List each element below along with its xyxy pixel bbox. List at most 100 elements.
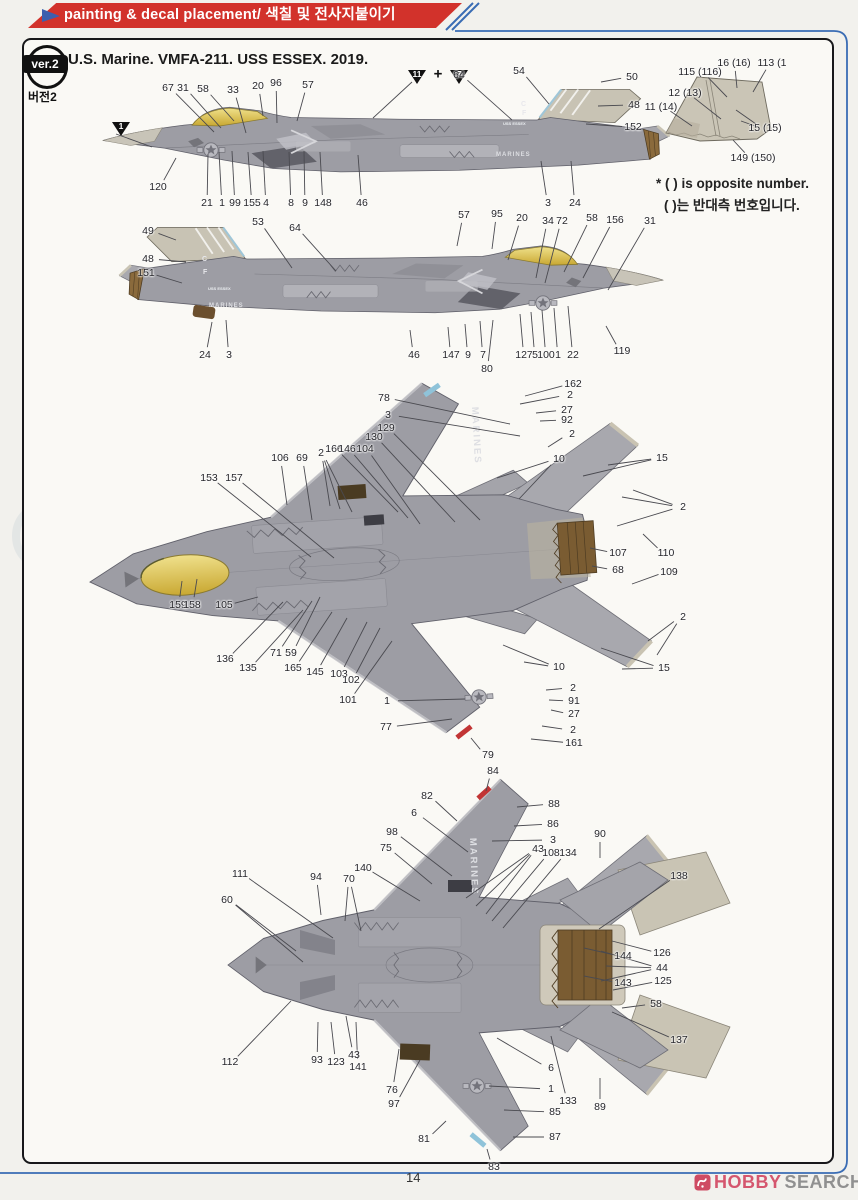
callout-53: 53 [252, 216, 264, 228]
callout-57: 57 [302, 79, 314, 91]
callout-5: 5 [532, 349, 538, 361]
callout-27: 27 [568, 708, 580, 720]
callout-69: 69 [296, 452, 308, 464]
callout-86: 86 [547, 818, 559, 830]
callout-103: 103 [330, 668, 348, 680]
callout-12-13-: 12 (13) [668, 87, 702, 99]
callout-6: 6 [548, 1062, 554, 1074]
callout-126: 126 [653, 947, 671, 959]
callout-3: 3 [545, 197, 551, 209]
callout-10: 10 [553, 661, 565, 673]
callout-165: 165 [284, 662, 302, 674]
callout-101: 101 [339, 694, 357, 706]
callout-34: 34 [542, 215, 554, 227]
section-title: painting & decal placement/ 색칠 및 전사지붙이기 [64, 7, 396, 23]
callout-91: 91 [568, 695, 580, 707]
callout-2: 2 [567, 389, 573, 401]
callout-3: 3 [385, 409, 391, 421]
version-badge-korean: 버전2 [28, 90, 57, 104]
callout-1: 1 [384, 695, 390, 707]
callout-119: 119 [613, 345, 631, 357]
callout-46: 46 [408, 349, 420, 361]
callout-85: 85 [549, 1106, 561, 1118]
callout-27: 27 [561, 404, 573, 416]
callout-58: 58 [586, 212, 598, 224]
opposite-number-note-kr: ( )는 반대측 번호입니다. [664, 198, 800, 213]
callout-3: 3 [226, 349, 232, 361]
callout-111: 111 [232, 868, 248, 880]
callout-95: 95 [491, 208, 503, 220]
callout-7: 7 [480, 349, 486, 361]
page-number: 14 [406, 1170, 421, 1185]
callout-107: 107 [609, 547, 627, 559]
callout-137: 137 [670, 1034, 688, 1046]
callout-81: 81 [418, 1133, 430, 1145]
callout-141: 141 [349, 1061, 367, 1073]
callout-147: 147 [442, 349, 460, 361]
callout-57: 57 [458, 209, 470, 221]
callout-8: 8 [288, 197, 294, 209]
callout-76: 76 [386, 1084, 398, 1096]
callout-105: 105 [215, 599, 233, 611]
callout-156: 156 [606, 214, 624, 226]
callout-15-15-: 15 (15) [748, 122, 782, 134]
plus-sign: + [433, 65, 443, 83]
version-badge-label: ver.2 [22, 55, 68, 73]
callout-98: 98 [386, 826, 398, 838]
callout-162: 162 [564, 378, 582, 390]
callout-43: 43 [348, 1049, 360, 1061]
callout-92: 92 [561, 414, 573, 426]
callout-146: 146 [338, 443, 356, 455]
callout-155: 155 [243, 197, 261, 209]
callout-97: 97 [388, 1098, 400, 1110]
callout-11-14-: 11 (14) [644, 101, 678, 113]
callout-3: 3 [550, 834, 556, 846]
callout-96: 96 [270, 77, 282, 89]
callout-64: 64 [453, 69, 465, 81]
callout-133: 133 [559, 1095, 577, 1107]
callout-125: 125 [654, 975, 672, 987]
callout-70: 70 [343, 873, 355, 885]
callout-2: 2 [680, 501, 686, 513]
callout-100: 100 [537, 349, 555, 361]
callout-123: 123 [327, 1056, 345, 1068]
callout-22: 22 [567, 349, 579, 361]
callout-58: 58 [197, 83, 209, 95]
callout-94: 94 [310, 871, 322, 883]
callout-20: 20 [252, 80, 264, 92]
callout-2: 2 [318, 447, 324, 459]
callout-20: 20 [516, 212, 528, 224]
callout-64: 64 [289, 222, 301, 234]
callout-44: 44 [656, 962, 668, 974]
callout-2: 2 [680, 611, 686, 623]
callout-78: 78 [378, 392, 390, 404]
callout-136: 136 [216, 653, 234, 665]
callout-149-150-: 149 (150) [730, 152, 776, 164]
callout-90: 90 [594, 828, 606, 840]
callout-159: 159 [169, 599, 187, 611]
callout-48: 48 [628, 99, 640, 111]
callout-108: 108 [542, 847, 560, 859]
callout-87: 87 [549, 1131, 561, 1143]
section-header-banner [28, 3, 462, 28]
callout-16-16-: 16 (16) [717, 57, 751, 69]
callout-144: 144 [614, 950, 632, 962]
callout-1: 1 [548, 1083, 554, 1095]
callout-93: 93 [311, 1054, 323, 1066]
callout-71: 71 [270, 647, 282, 659]
callout-58: 58 [650, 998, 662, 1010]
callout-115-116-: 115 (116) [678, 66, 722, 78]
callout-1: 1 [219, 197, 225, 209]
callout-59: 59 [285, 647, 297, 659]
callout-106: 106 [271, 452, 289, 464]
callout-68: 68 [612, 564, 624, 576]
callout-151: 151 [137, 267, 155, 279]
callout-77: 77 [380, 721, 392, 733]
callout-120: 120 [149, 181, 167, 193]
callout-31: 31 [177, 82, 189, 94]
callout-48: 48 [142, 253, 154, 265]
callout-138: 138 [670, 870, 688, 882]
callout-83: 83 [488, 1161, 500, 1173]
callout-127: 127 [515, 349, 533, 361]
callout-84: 84 [487, 765, 499, 777]
